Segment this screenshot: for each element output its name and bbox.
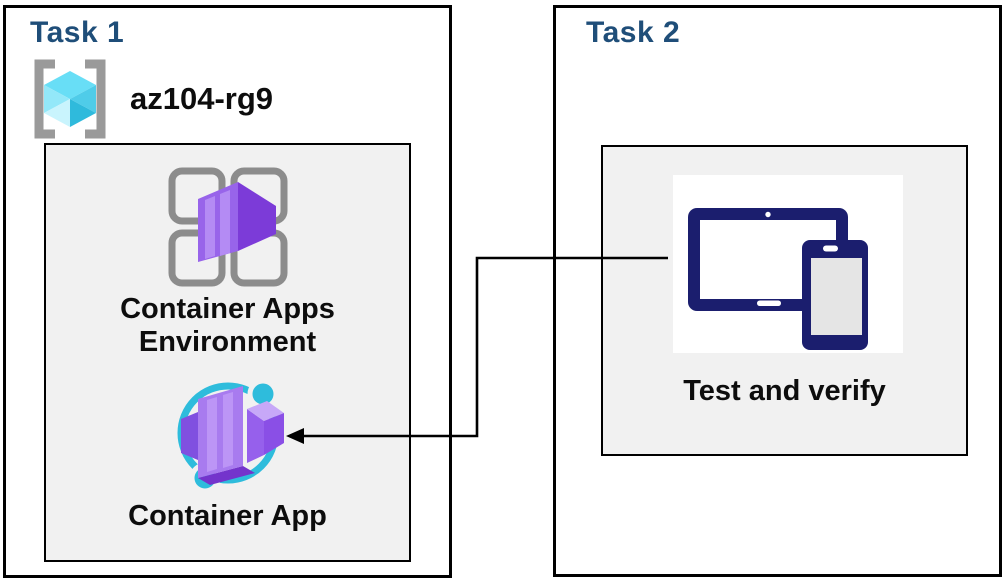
container-apps-environment-label-line1: Container Apps xyxy=(120,293,335,325)
container-app-icon-holder xyxy=(46,373,409,495)
test-and-verify-label: Test and verify xyxy=(683,375,886,407)
resource-group-row: az104-rg9 xyxy=(24,56,273,142)
resource-group-name: az104-rg9 xyxy=(130,81,274,116)
container-apps-environment-box: Container Apps Environment xyxy=(44,143,411,562)
container-apps-environment-label-line2: Environment xyxy=(138,326,317,359)
container-apps-environment-icon xyxy=(168,167,287,287)
task2-box: Task 2 Test and verify xyxy=(553,5,1002,577)
devices-icon xyxy=(688,208,868,350)
container-app-label: Container App xyxy=(128,500,327,532)
task2-title: Task 2 xyxy=(586,16,681,49)
task1-title: Task 1 xyxy=(30,16,125,49)
container-apps-environment-icon-holder xyxy=(46,163,409,291)
container-apps-environment-label: Container Apps Environment xyxy=(46,293,409,360)
devices-icon-card xyxy=(673,175,903,353)
container-app-icon xyxy=(177,378,284,494)
task1-box: Task 1 az104-rg9 xyxy=(3,5,452,578)
test-and-verify-box: Test and verify xyxy=(601,145,968,456)
resource-group-icon xyxy=(34,59,106,139)
